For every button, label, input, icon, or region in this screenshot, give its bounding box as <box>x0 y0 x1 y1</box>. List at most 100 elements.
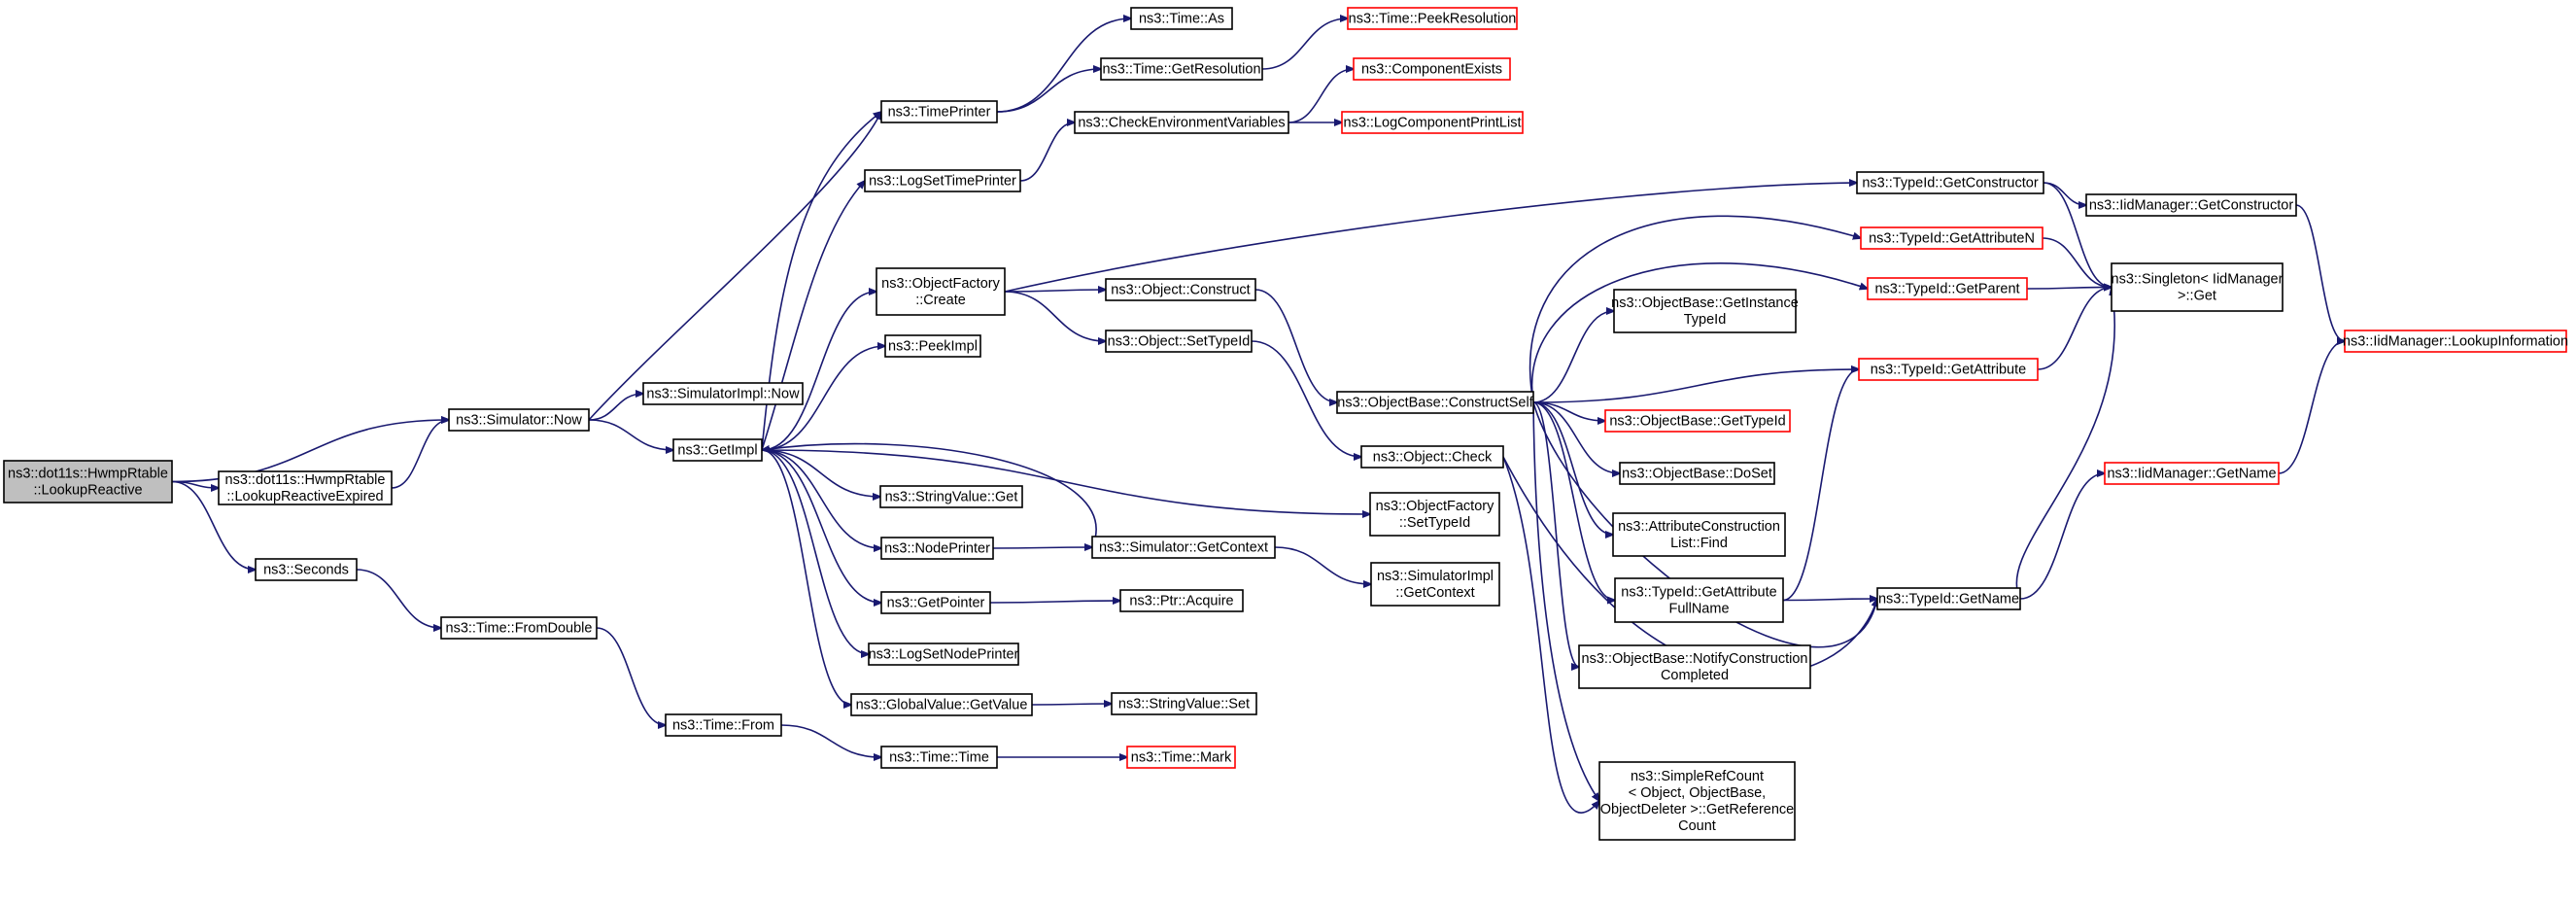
node-label-line: ns3::TimePrinter <box>888 105 991 121</box>
graph-node-n29[interactable]: ns3::LogComponentPrintList <box>1341 111 1524 134</box>
graph-node-n4[interactable]: ns3::SimulatorImpl::Now <box>642 382 804 405</box>
node-label-line: ns3::Time::Time <box>889 750 989 766</box>
edge-n38-to-n45 <box>1782 599 1877 601</box>
node-box <box>1360 445 1504 469</box>
edge-n38-to-n44 <box>1782 369 1859 602</box>
graph-node-n2[interactable]: ns3::dot11s::HwmpRtable::LookupReactiveE… <box>218 470 393 505</box>
edge-n43-to-n47 <box>2026 288 2112 290</box>
node-label-line: ns3::ObjectBase::GetTypeId <box>1609 414 1785 430</box>
node-label-line: ns3::GlobalValue::GetValue <box>856 698 1028 713</box>
graph-node-n18[interactable]: ns3::Time::As <box>1130 7 1233 30</box>
graph-node-n40[interactable]: ns3::SimpleRefCount< Object, ObjectBase,… <box>1598 761 1796 841</box>
node-label-line: ::LookupReactive <box>33 483 142 499</box>
graph-node-n19[interactable]: ns3::Time::GetResolution <box>1100 57 1263 81</box>
node-box <box>1876 587 2021 610</box>
edge-n16-to-n25 <box>1031 704 1112 705</box>
graph-node-n39[interactable]: ns3::ObjectBase::NotifyConstructionCompl… <box>1578 644 1811 689</box>
graph-node-n48[interactable]: ns3::IidManager::GetName <box>2104 462 2280 485</box>
graph-node-n8[interactable]: ns3::TimePrinter <box>880 100 998 123</box>
node-box <box>1613 289 1797 333</box>
graph-node-n3[interactable]: ns3::Seconds <box>255 558 358 581</box>
node-box <box>850 693 1033 716</box>
graph-node-n20[interactable]: ns3::CheckEnvironmentVariables <box>1074 111 1289 134</box>
graph-node-n27[interactable]: ns3::Time::PeekResolution <box>1347 7 1518 30</box>
node-box <box>1111 692 1257 715</box>
graph-node-n1[interactable]: ns3::Simulator::Now <box>448 408 590 432</box>
graph-node-n46[interactable]: ns3::IidManager::GetConstructor <box>2085 193 2297 217</box>
edge-n30-to-n36 <box>1532 401 1620 473</box>
node-label-line: ns3::StringValue::Set <box>1118 697 1250 712</box>
graph-node-n35[interactable]: ns3::ObjectBase::GetTypeId <box>1604 409 1791 433</box>
node-box <box>1598 761 1796 841</box>
edge-n30-to-n40 <box>1532 401 1599 801</box>
node-label-line: ns3::SimulatorImpl <box>1377 569 1494 584</box>
edge-n9-to-n20 <box>1019 122 1075 182</box>
node-label-line: ns3::ObjectFactory <box>1376 499 1494 514</box>
graph-node-n41[interactable]: ns3::TypeId::GetConstructor <box>1856 171 2044 194</box>
edge-n14-to-n24 <box>989 601 1120 603</box>
graph-node-n14[interactable]: ns3::GetPointer <box>880 591 991 614</box>
node-label-line: ns3::TypeId::GetAttribute <box>1621 585 1776 601</box>
node-label-line: ns3::dot11s::HwmpRtable <box>8 467 168 482</box>
nodes-layer: ns3::dot11s::HwmpRtable::LookupReactiven… <box>3 7 2568 841</box>
graph-node-n30[interactable]: ns3::ObjectBase::ConstructSelf <box>1336 391 1534 414</box>
node-box <box>448 408 590 432</box>
graph-node-n15[interactable]: ns3::LogSetNodePrinter <box>868 643 1019 666</box>
graph-node-n26[interactable]: ns3::Time::Mark <box>1126 746 1236 769</box>
edge-n2-to-n1 <box>391 420 449 489</box>
edge-n10-to-n22 <box>1004 291 1106 341</box>
node-box <box>1347 7 1518 30</box>
graph-node-n12[interactable]: ns3::StringValue::Get <box>879 485 1023 508</box>
node-box <box>1341 111 1524 134</box>
node-box <box>1091 536 1276 559</box>
node-label-line: ns3::Time::GetResolution <box>1102 62 1260 78</box>
graph-node-n31[interactable]: ns3::Object::Check <box>1360 445 1504 469</box>
graph-node-n10[interactable]: ns3::ObjectFactory::Create <box>876 267 1006 316</box>
node-label-line: ::LookupReactiveExpired <box>226 489 383 504</box>
node-box <box>879 485 1023 508</box>
graph-node-n24[interactable]: ns3::Ptr::Acquire <box>1119 589 1244 612</box>
edge-n1-to-n8 <box>588 112 881 421</box>
edge-n5-to-n11 <box>761 346 885 451</box>
graph-node-n9[interactable]: ns3::LogSetTimePrinter <box>864 169 1021 192</box>
graph-node-n32[interactable]: ns3::ObjectFactory::SetTypeId <box>1369 492 1500 537</box>
graph-node-n45[interactable]: ns3::TypeId::GetName <box>1876 587 2021 610</box>
graph-node-n25[interactable]: ns3::StringValue::Set <box>1111 692 1257 715</box>
graph-node-n5[interactable]: ns3::GetImpl <box>672 438 763 462</box>
node-box <box>672 438 763 462</box>
node-label-line: Count <box>1678 818 1716 834</box>
graph-node-n21[interactable]: ns3::Object::Construct <box>1105 278 1256 301</box>
graph-node-n47[interactable]: ns3::Singleton< IidManager>::Get <box>2111 262 2284 312</box>
node-label-line: ns3::TypeId::GetAttribute <box>1871 363 2026 378</box>
graph-node-n36[interactable]: ns3::ObjectBase::DoSet <box>1619 462 1775 485</box>
graph-node-n49[interactable]: ns3::IidManager::LookupInformation <box>2343 330 2568 353</box>
graph-node-n33[interactable]: ns3::SimulatorImpl::GetContext <box>1370 562 1500 607</box>
node-label-line: ns3::Time::FromDouble <box>446 621 593 637</box>
graph-node-n44[interactable]: ns3::TypeId::GetAttribute <box>1858 358 2039 381</box>
edge-n22-to-n31 <box>1251 340 1361 457</box>
graph-node-n16[interactable]: ns3::GlobalValue::GetValue <box>850 693 1033 716</box>
graph-node-n7[interactable]: ns3::Time::From <box>665 713 782 737</box>
node-label-line: ns3::Time::As <box>1139 12 1224 27</box>
graph-node-n28[interactable]: ns3::ComponentExists <box>1353 57 1511 81</box>
node-label-line: ns3::PeekImpl <box>888 339 978 355</box>
edge-n5-to-n14 <box>761 449 881 603</box>
node-label-line: ns3::Object::Construct <box>1111 283 1250 298</box>
graph-node-n23[interactable]: ns3::Simulator::GetContext <box>1091 536 1276 559</box>
graph-node-n17[interactable]: ns3::Time::Time <box>880 746 998 769</box>
node-box <box>1860 226 2044 250</box>
graph-node-n11[interactable]: ns3::PeekImpl <box>884 334 981 358</box>
graph-node-n6[interactable]: ns3::Time::FromDouble <box>440 616 598 640</box>
edge-n5-to-n9 <box>761 181 865 451</box>
graph-node-n43[interactable]: ns3::TypeId::GetParent <box>1867 277 2028 300</box>
node-box <box>1336 391 1534 414</box>
graph-node-n13[interactable]: ns3::NodePrinter <box>880 537 994 560</box>
graph-node-n42[interactable]: ns3::TypeId::GetAttributeN <box>1860 226 2044 250</box>
graph-node-n0[interactable]: ns3::dot11s::HwmpRtable::LookupReactive <box>3 460 173 504</box>
graph-node-n22[interactable]: ns3::Object::SetTypeId <box>1105 330 1253 353</box>
node-box <box>1619 462 1775 485</box>
node-label-line: ns3::IidManager::GetConstructor <box>2089 198 2294 214</box>
